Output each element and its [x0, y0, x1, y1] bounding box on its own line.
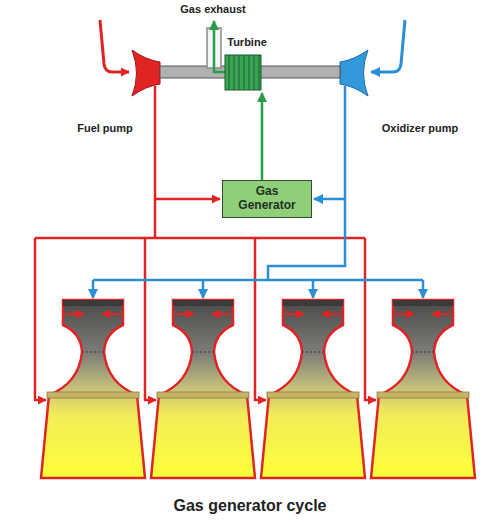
- figure-caption: Gas generator cycle: [174, 496, 327, 515]
- exhaust-label: Gas exhaust: [180, 3, 245, 16]
- turbine-label: Turbine: [227, 36, 267, 49]
- box-text: Gas Generator: [227, 185, 307, 213]
- pump-label: Oxidizer pump: [382, 122, 458, 135]
- pump-label: Fuel pump: [77, 122, 133, 135]
- generator-box: Gas Generator: [222, 180, 312, 218]
